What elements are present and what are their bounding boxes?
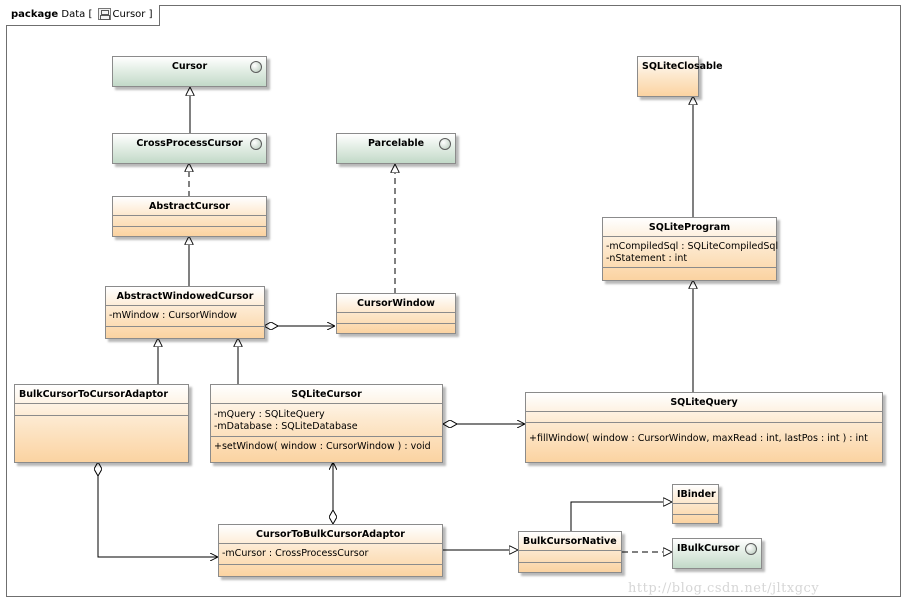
package-frame bbox=[6, 5, 901, 597]
attribute: -mWindow : CursorWindow bbox=[109, 310, 238, 321]
operation-section bbox=[15, 415, 188, 462]
class-cursor-window-name: CursorWindow bbox=[357, 298, 435, 309]
package-keyword: package bbox=[11, 9, 59, 20]
operation: +setWindow( window : CursorWindow ) : vo… bbox=[214, 441, 431, 452]
class-sqlite-cursor-name: SQLiteCursor bbox=[291, 389, 362, 400]
operation-section bbox=[113, 226, 266, 236]
class-abstract-windowed-cursor-name: AbstractWindowedCursor bbox=[116, 291, 254, 302]
attribute-section bbox=[526, 411, 882, 422]
package-diagram-icon bbox=[97, 8, 111, 20]
class-cursor-window[interactable]: CursorWindow bbox=[336, 293, 456, 334]
attribute-section bbox=[113, 215, 266, 226]
diagram-name: Cursor bbox=[112, 9, 146, 20]
class-abstract-cursor-name: AbstractCursor bbox=[149, 201, 230, 212]
attribute-section bbox=[673, 503, 718, 514]
operation-section bbox=[219, 564, 442, 576]
class-cursor[interactable]: Cursor bbox=[112, 56, 267, 87]
operation-section bbox=[673, 514, 718, 524]
attribute-section bbox=[519, 550, 621, 562]
class-bulk-cursor-native-name: BulkCursorNative bbox=[523, 536, 617, 547]
class-ibulk-cursor[interactable]: IBulkCursor bbox=[672, 538, 762, 569]
class-sqlite-cursor[interactable]: SQLiteCursor -mQuery : SQLiteQuery -mDat… bbox=[210, 384, 443, 463]
class-sqlite-query-name: SQLiteQuery bbox=[670, 397, 738, 408]
attribute-section: -mCursor : CrossProcessCursor bbox=[219, 543, 442, 564]
class-ibulk-cursor-name: IBulkCursor bbox=[677, 543, 740, 554]
watermark: http://blog.csdn.net/jltxgcy bbox=[628, 581, 820, 596]
link-bulk-to-adaptor bbox=[98, 462, 218, 557]
operation-section bbox=[337, 323, 455, 333]
interface-circle-icon bbox=[439, 138, 451, 150]
package-name: Data bbox=[61, 9, 86, 20]
class-ibinder-name: IBinder bbox=[677, 489, 716, 500]
link-native-ibinder bbox=[570, 502, 672, 532]
operation-section bbox=[106, 326, 264, 338]
interface-circle-icon bbox=[250, 138, 262, 150]
class-cross-process-cursor-name: CrossProcessCursor bbox=[136, 138, 243, 149]
operation-section: +setWindow( window : CursorWindow ) : vo… bbox=[211, 436, 442, 462]
class-cursor-to-bulk-cursor-adaptor[interactable]: CursorToBulkCursorAdaptor -mCursor : Cro… bbox=[218, 524, 443, 577]
attribute-section: -mWindow : CursorWindow bbox=[106, 305, 264, 326]
class-bulk-cursor-to-cursor-adaptor-name: BulkCursorToCursorAdaptor bbox=[19, 389, 169, 400]
class-bulk-cursor-native[interactable]: BulkCursorNative bbox=[518, 531, 622, 573]
attribute-section bbox=[337, 312, 455, 323]
interface-circle-icon bbox=[250, 61, 262, 73]
class-bulk-cursor-to-cursor-adaptor[interactable]: BulkCursorToCursorAdaptor bbox=[14, 384, 189, 463]
class-abstract-cursor[interactable]: AbstractCursor bbox=[112, 196, 267, 237]
class-parcelable-name: Parcelable bbox=[367, 138, 425, 149]
class-abstract-windowed-cursor[interactable]: AbstractWindowedCursor -mWindow : Cursor… bbox=[105, 286, 265, 339]
class-sqlite-program-name: SQLiteProgram bbox=[648, 222, 731, 233]
attribute-section bbox=[15, 403, 188, 415]
attribute: -mQuery : SQLiteQuery bbox=[214, 409, 325, 420]
class-sqlite-query[interactable]: SQLiteQuery +fillWindow( window : Cursor… bbox=[525, 392, 883, 463]
class-sqlite-program[interactable]: SQLiteProgram -mCompiledSql : SQLiteComp… bbox=[602, 217, 779, 281]
attribute: -mCursor : CrossProcessCursor bbox=[222, 548, 369, 559]
operation: +fillWindow( window : CursorWindow, maxR… bbox=[529, 433, 868, 444]
class-sqlite-closable[interactable]: SQLiteClosable bbox=[637, 56, 723, 97]
class-cursor-to-bulk-cursor-adaptor-name: CursorToBulkCursorAdaptor bbox=[255, 529, 405, 540]
attribute-section: -mQuery : SQLiteQuery -mDatabase : SQLit… bbox=[211, 403, 442, 436]
operation-section: +fillWindow( window : CursorWindow, maxR… bbox=[526, 422, 882, 462]
operation-section bbox=[519, 562, 621, 572]
operation-section bbox=[603, 267, 776, 280]
class-parcelable[interactable]: Parcelable bbox=[336, 133, 456, 164]
package-tab: package Data [ Cursor ] bbox=[6, 5, 160, 26]
attribute: -nStatement : int bbox=[606, 253, 688, 264]
attribute: -mDatabase : SQLiteDatabase bbox=[214, 421, 358, 432]
class-cursor-name: Cursor bbox=[171, 61, 208, 72]
class-cross-process-cursor[interactable]: CrossProcessCursor bbox=[112, 133, 267, 164]
class-sqlite-closable-name: SQLiteClosable bbox=[642, 61, 723, 72]
interface-circle-icon bbox=[745, 543, 757, 555]
class-ibinder[interactable]: IBinder bbox=[672, 484, 719, 524]
attribute-section: -mCompiledSql : SQLiteCompiledSql -nStat… bbox=[603, 236, 779, 267]
attribute: -mCompiledSql : SQLiteCompiledSql bbox=[606, 241, 779, 252]
